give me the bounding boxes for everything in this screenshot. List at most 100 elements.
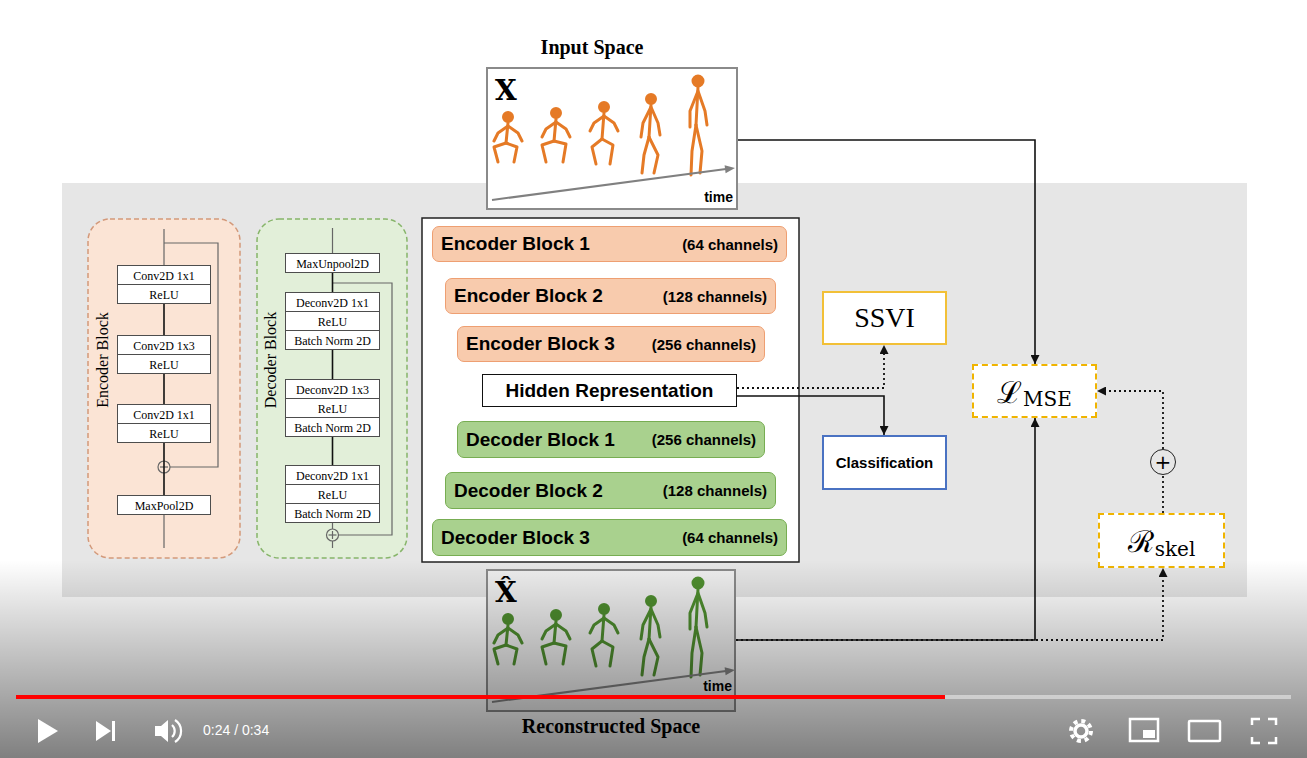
decoder-block: Decoder Block 1 (256 channels) xyxy=(457,421,765,458)
layer-stack: Conv2D 1x3ReLU xyxy=(117,335,211,374)
sum-symbol xyxy=(332,531,333,539)
next-icon xyxy=(112,721,115,741)
table-cell: MaxPool2D xyxy=(118,496,210,514)
time-axis xyxy=(492,169,726,200)
table-cell: ReLU xyxy=(118,423,210,442)
encoder-block: Encoder Block 1(64 channels) xyxy=(432,226,787,262)
layer-stack: Conv2D 1x1ReLU xyxy=(117,404,211,443)
space-title: Input Space xyxy=(541,36,644,59)
node-label: Deconv2D 1x3 xyxy=(296,381,369,399)
table-cell: MaxUnpool2D xyxy=(286,254,379,272)
text-slot: 0:24 / 0:34 xyxy=(203,721,269,739)
matrix-symbol: X xyxy=(495,74,517,107)
table-cell: Batch Norm 2D xyxy=(286,417,379,436)
text-slot: Encoder Block xyxy=(94,312,112,408)
text-slot: X xyxy=(495,74,517,107)
node-label: ℒ xyxy=(997,371,1022,412)
node-label: Batch Norm 2D xyxy=(294,332,371,350)
node-label: ReLU xyxy=(318,486,347,504)
latent-box: Hidden Representation xyxy=(482,374,737,407)
node-label: skel xyxy=(1155,537,1196,561)
table-cell: Batch Norm 2D xyxy=(286,503,379,522)
node-label: (128 channels) xyxy=(663,288,767,305)
encoder-block: Encoder Block 3(256 channels) xyxy=(457,326,765,362)
table-cell: ReLU xyxy=(286,484,379,503)
node-label: Decoder Block 2 xyxy=(454,480,603,502)
node-label: ReLU xyxy=(318,313,347,331)
table-cell: ReLU xyxy=(118,354,210,373)
node-label: + xyxy=(1155,452,1172,472)
connector-line xyxy=(163,304,165,335)
sum-node: + xyxy=(1150,449,1176,475)
settings-icon xyxy=(1071,721,1091,741)
decoder-block: Decoder Block 3(64 channels) xyxy=(432,519,787,556)
table-cell: Conv2D 1x3 xyxy=(118,336,210,354)
table-cell: Deconv2D 1x1 xyxy=(286,293,379,311)
sum-symbol xyxy=(327,529,339,541)
layer-stack: Deconv2D 1x3ReLUBatch Norm 2D xyxy=(285,379,380,437)
axis-label: time xyxy=(704,189,733,205)
axis-label: time xyxy=(703,678,732,694)
network-frame xyxy=(422,218,799,562)
metric-box: SSVI xyxy=(822,291,947,345)
input-ground xyxy=(486,67,738,210)
progress-remaining xyxy=(945,695,1291,699)
layer-stack: Deconv2D 1x1ReLUBatch Norm 2D xyxy=(285,465,380,523)
decoder-legend-outline xyxy=(257,219,407,558)
node-label: ReLU xyxy=(149,286,178,304)
dotted-connector xyxy=(1097,391,1163,449)
next-icon xyxy=(96,721,111,741)
table-cell: Conv2D 1x1 xyxy=(118,266,210,284)
node-label: MaxUnpool2D xyxy=(296,255,369,273)
node-label: (256 channels) xyxy=(652,431,756,448)
node-label: (128 channels) xyxy=(663,482,767,499)
connector-line xyxy=(163,443,165,495)
node-label: Deconv2D 1x1 xyxy=(296,467,369,485)
output-line xyxy=(332,541,333,548)
table-cell: Deconv2D 1x3 xyxy=(286,380,379,398)
connector-line xyxy=(332,437,334,465)
text-slot: X̂ xyxy=(495,576,517,609)
connector-line xyxy=(332,273,334,292)
text-slot: time xyxy=(703,677,732,695)
block-title: Encoder Block xyxy=(94,312,112,408)
block-title: Decoder Block xyxy=(262,312,280,408)
regularizer-box: ℛskel xyxy=(1098,513,1225,568)
input-line xyxy=(332,228,333,253)
miniplayer-icon xyxy=(1130,719,1158,741)
skeleton-sequence xyxy=(494,76,707,175)
progress-played xyxy=(16,695,945,699)
time-readout: 0:24 / 0:34 xyxy=(203,722,269,738)
node-label: MaxPool2D xyxy=(135,497,194,515)
node-label: SSVI xyxy=(854,302,915,334)
node-label: ℛ xyxy=(1128,520,1154,561)
node-label: Deconv2D 1x1 xyxy=(296,294,369,312)
space-title: Reconstructed Space xyxy=(522,715,700,738)
node-label: Decoder Block 1 xyxy=(466,429,615,451)
connector-line xyxy=(163,374,165,404)
encoder-block: Encoder Block 2 (128 channels) xyxy=(445,278,776,314)
table-cell: Conv2D 1x1 xyxy=(118,405,210,423)
encoder-block-legend: Encoder BlockConv2D 1x1ReLUConv2D 1x3ReL… xyxy=(88,219,240,558)
node-label: MSE xyxy=(1023,387,1072,411)
node-label: Classification xyxy=(836,454,934,471)
pool-layer: MaxPool2D xyxy=(117,495,211,515)
gray-panel xyxy=(62,183,1247,597)
decoder-block: Decoder Block 2 (128 channels) xyxy=(445,472,776,509)
text-slot: time xyxy=(704,188,733,206)
volume-icon xyxy=(175,720,181,742)
node-label: Conv2D 1x3 xyxy=(133,337,195,355)
decoder-block-legend: Decoder BlockMaxUnpool2DDeconv2D 1x1ReLU… xyxy=(257,219,407,558)
node-label: Encoder Block 1 xyxy=(441,233,590,255)
node-label: Conv2D 1x1 xyxy=(133,406,195,424)
connector-line xyxy=(332,350,334,379)
player-shade xyxy=(0,560,1307,758)
time-arrowhead xyxy=(725,165,735,173)
text-slot: Decoder Block xyxy=(262,312,280,408)
node-label: Encoder Block 2 xyxy=(454,285,603,307)
table-cell: Batch Norm 2D xyxy=(286,330,379,349)
task-box: Classification xyxy=(822,435,947,490)
text-slot: Input Space xyxy=(488,36,696,59)
unpool-layer: MaxUnpool2D xyxy=(285,253,380,273)
